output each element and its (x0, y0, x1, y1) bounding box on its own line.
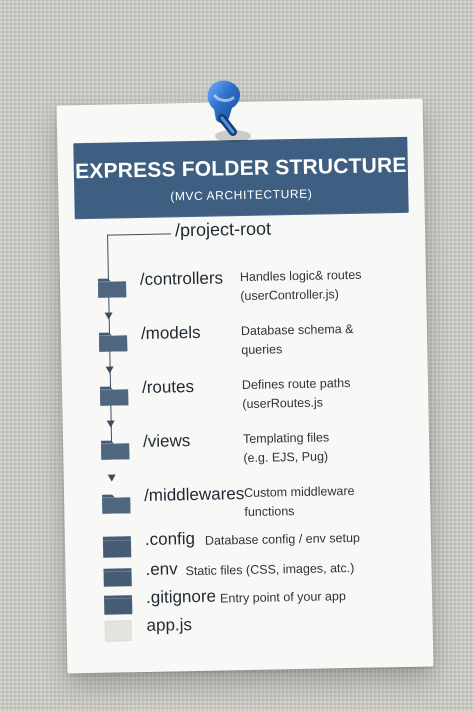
folder-icon (101, 440, 130, 460)
page-subtitle: (MVC ARCHITECTURE) (170, 186, 313, 204)
list-item-models: /models Database schema & queries (85, 319, 406, 365)
folder-icon (99, 386, 129, 406)
folder-name: .env (145, 559, 178, 579)
folder-description: Custom middleware functions (243, 483, 355, 520)
card-header: EXPRESS FOLDER STRUCTURE (MVC ARCHITECTU… (73, 136, 409, 220)
folder-description: Defines route paths (userRoutes.js (241, 375, 351, 412)
tree-arrow (105, 312, 115, 324)
list-item-gitignore: .gitignore Entry point of your app (90, 583, 411, 629)
folder-icon (97, 278, 127, 298)
folder-icon (102, 536, 132, 558)
list-item-config: .config Database config / env setup (89, 525, 410, 571)
folder-structure-card: EXPRESS FOLDER STRUCTURE (MVC ARCHITECTU… (56, 98, 434, 674)
list-item-views: /views Templating files (e.g. EJS, Pug) (87, 427, 408, 473)
folder-description: Entry point of your app (219, 589, 346, 606)
folder-description: Handles logic& routes (userController.js… (239, 267, 362, 304)
list-item-controllers: /controllers Handles logic& routes (user… (84, 265, 405, 311)
list-item-middlewares: /middlewares Custom middleware functions (88, 481, 409, 527)
push-pin-icon (207, 80, 251, 142)
root-connector-line (107, 233, 172, 237)
folder-name: /views (142, 431, 191, 451)
folder-name: .gitignore (145, 586, 217, 607)
tree-arrow (106, 366, 116, 378)
folder-name: /routes (141, 376, 195, 397)
list-item-env: .env Static files (CSS, images, atc.) (89, 555, 410, 601)
folder-name: /models (140, 322, 201, 343)
file-name: app.js (146, 615, 193, 635)
folder-description: Templating files (e.g. EJS, Pug) (242, 430, 330, 466)
tree-arrow (107, 420, 117, 432)
root-folder-label: /project-root (174, 218, 272, 241)
tree-arrow (108, 474, 118, 486)
folder-icon (104, 595, 133, 615)
folder-description: Static files (CSS, images, atc.) (185, 560, 355, 579)
folder-description: Database config / env setup (204, 530, 361, 548)
folder-name: /controllers (139, 268, 224, 289)
page-title: EXPRESS FOLDER STRUCTURE (74, 153, 407, 184)
folder-icon (102, 494, 131, 514)
folder-name: /middlewares (143, 484, 245, 505)
folder-name: .config (144, 528, 196, 549)
folder-icon (103, 568, 132, 587)
list-item-app-js: app.js (90, 611, 411, 657)
folder-icon (98, 332, 128, 352)
list-item-routes: /routes Defines route paths (userRoutes.… (86, 373, 407, 419)
folder-description: Database schema & queries (240, 321, 354, 358)
file-icon (104, 620, 132, 642)
